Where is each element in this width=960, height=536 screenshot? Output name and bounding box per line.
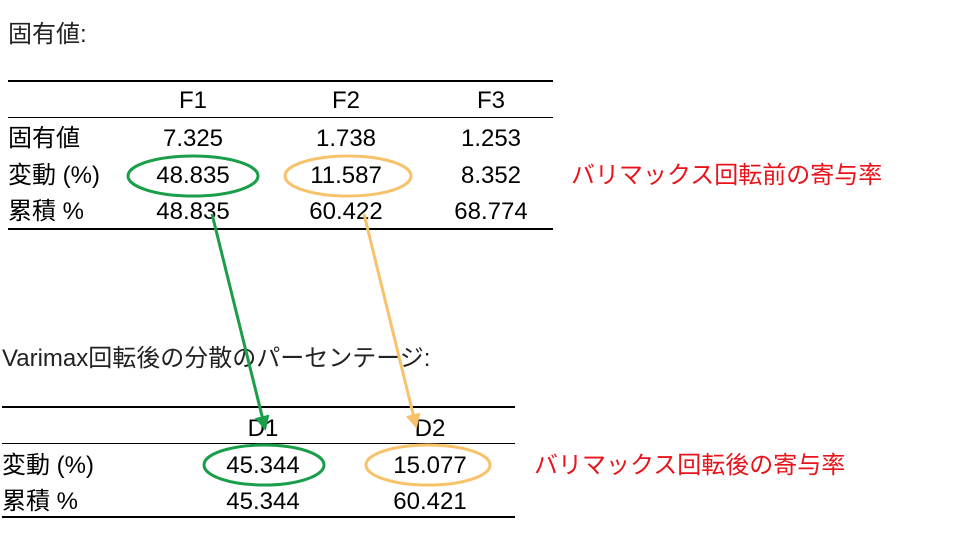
table1-eigen-f3: 1.253 [460,125,522,152]
eigenvalues-heading: 固有値: [8,21,87,48]
table1-col-f1: F1 [178,87,207,114]
table2-bottom-rule [2,516,515,518]
table1-eigen-f1: 7.325 [162,125,224,152]
table1-variance-f3: 8.352 [460,162,522,189]
after-rotation-note: バリマックス回転後の寄与率 [534,452,846,479]
table1-cumulative-f2: 60.422 [309,198,383,225]
table1-row-cumulative-label: 累積 % [8,198,85,225]
table1-row-variance-label: 変動 (%) [8,162,100,189]
table1-top-rule [8,80,553,82]
table1-cumulative-f1: 48.835 [156,198,230,225]
table2-row-cumulative-label: 累積 % [2,488,79,515]
before-rotation-note: バリマックス回転前の寄与率 [571,162,883,189]
table1-header-rule [8,117,553,118]
green-arrow [210,213,270,431]
table2-variance-d2: 15.077 [393,452,467,479]
table1-eigen-f2: 1.738 [315,125,377,152]
table1-row-eigenvalue-label: 固有値 [8,125,80,152]
table2-cumulative-d2: 60.421 [393,488,467,515]
table2-row-variance-label: 変動 (%) [2,452,94,479]
table2-cumulative-d1: 45.344 [226,488,300,515]
table1-cumulative-f3: 68.774 [454,198,528,225]
table1-col-f3: F3 [476,87,505,114]
table1-variance-f2: 11.587 [310,162,382,189]
table2-variance-d1: 45.344 [226,452,300,479]
varimax-heading: Varimax回転後の分散のパーセンテージ: [2,345,431,372]
table2-col-d1: D1 [247,415,279,442]
table1-bottom-rule [8,228,553,230]
table1-variance-f1: 48.835 [156,162,230,189]
table1-col-f2: F2 [331,87,360,114]
table2-top-rule [2,406,515,408]
table2-col-d2: D2 [414,415,446,442]
orange-arrow [362,213,421,429]
